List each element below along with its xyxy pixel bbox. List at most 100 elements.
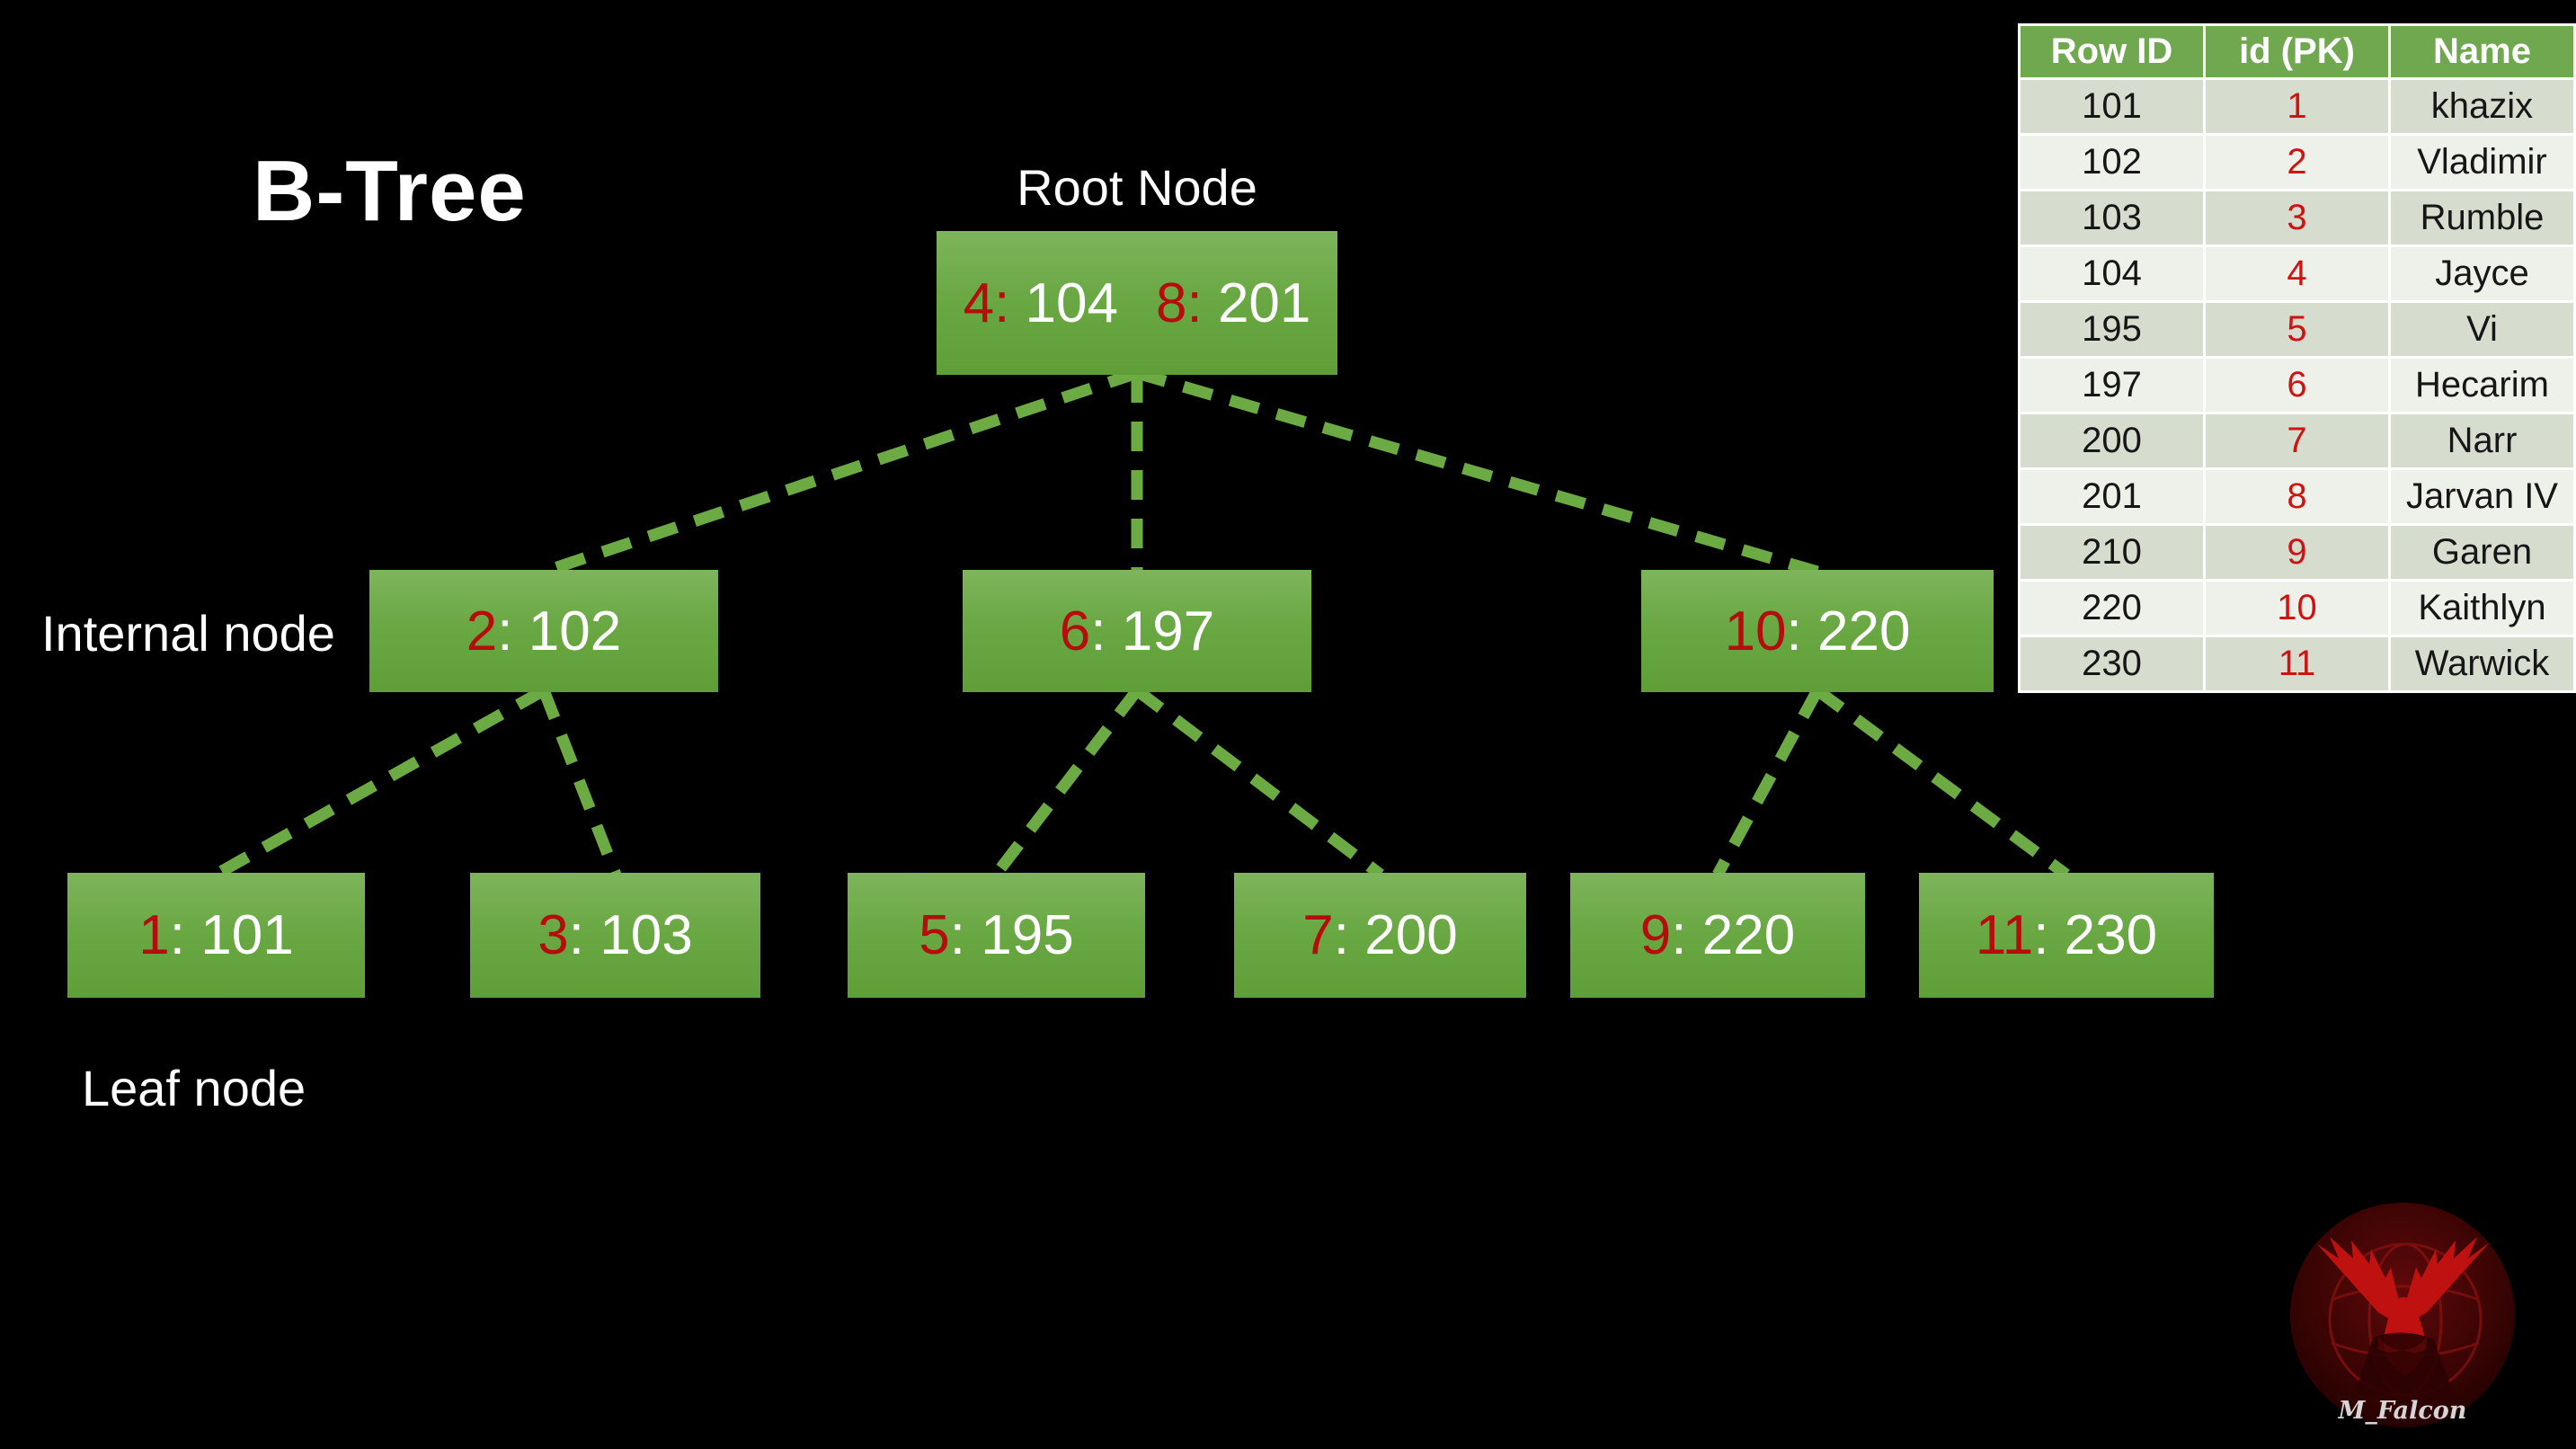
cell-row-id: 200 [2018, 412, 2206, 470]
cell-row-id: 101 [2018, 77, 2206, 136]
table-header-row: Row ID id (PK) Name [2018, 23, 2576, 80]
cell-id-pk: 6 [2203, 356, 2391, 414]
col-header-name: Name [2388, 23, 2576, 80]
node-entry: 8: 201 [1156, 271, 1310, 335]
cell-row-id: 201 [2018, 467, 2206, 526]
connector-internal2-leaf4 [1133, 685, 1384, 880]
internal-node-3: 10: 220 [1641, 570, 1994, 692]
node-entry: 2: 102 [466, 600, 621, 663]
node-key: 11 [1975, 904, 2034, 966]
cell-row-id: 210 [2018, 523, 2206, 582]
node-value: : 102 [497, 600, 622, 662]
node-key: 6 [1059, 600, 1091, 662]
cell-name: Jarvan IV [2388, 467, 2576, 526]
cell-id-pk: 10 [2203, 579, 2391, 637]
node-value: 201 [1202, 271, 1311, 334]
cell-name: Vladimir [2388, 133, 2576, 191]
cell-id-pk: 8 [2203, 467, 2391, 526]
cell-row-id: 197 [2018, 356, 2206, 414]
falcon-logo: M_Falcon [2290, 1203, 2515, 1427]
cell-row-id: 230 [2018, 635, 2206, 693]
cell-name: Warwick [2388, 635, 2576, 693]
cell-row-id: 103 [2018, 189, 2206, 247]
cell-name: Jayce [2388, 244, 2576, 303]
node-entry: 6: 197 [1060, 600, 1214, 663]
leaf-node-label: Leaf node [82, 1060, 306, 1116]
node-value: 104 [1009, 271, 1118, 334]
node-entry: 4: 104 [964, 271, 1118, 335]
node-value: : 220 [1786, 600, 1911, 662]
col-header-id-pk: id (PK) [2203, 23, 2391, 80]
cell-id-pk: 1 [2203, 77, 2391, 136]
node-entry: 9: 220 [1640, 903, 1795, 967]
node-entry: 3: 103 [537, 903, 692, 967]
node-value: : 200 [1333, 904, 1458, 966]
internal-node-2: 6: 197 [963, 570, 1311, 692]
node-value: : 197 [1090, 600, 1215, 662]
connector-internal2-leaf3 [990, 687, 1142, 878]
internal-node-label: Internal node [41, 605, 335, 662]
cell-id-pk: 11 [2203, 635, 2391, 693]
node-key: 7 [1302, 904, 1334, 966]
leaf-node-5: 9: 220 [1570, 873, 1865, 998]
cell-name: khazix [2388, 77, 2576, 136]
node-key: 5 [919, 904, 950, 966]
cell-row-id: 195 [2018, 300, 2206, 359]
page-title: B-Tree [253, 143, 527, 239]
cell-id-pk: 5 [2203, 300, 2391, 359]
node-entry: 11: 230 [1976, 903, 2157, 967]
leaf-node-6: 11: 230 [1919, 873, 2214, 998]
cell-id-pk: 2 [2203, 133, 2391, 191]
cell-name: Garen [2388, 523, 2576, 582]
connector-internal3-leaf5 [1712, 687, 1823, 878]
cell-id-pk: 3 [2203, 189, 2391, 247]
cell-name: Kaithlyn [2388, 579, 2576, 637]
node-value: : 103 [568, 904, 693, 966]
logo-text: M_Falcon [2338, 1397, 2467, 1425]
node-key: 8: [1156, 271, 1203, 334]
eagle-talons [2355, 1332, 2454, 1403]
connector-internal1-leaf2 [537, 688, 622, 877]
cell-row-id: 220 [2018, 579, 2206, 637]
node-value: : 101 [169, 904, 294, 966]
root-node-label: Root Node [1017, 159, 1257, 216]
cell-row-id: 104 [2018, 244, 2206, 303]
node-key: 2 [466, 600, 498, 662]
cell-id-pk: 4 [2203, 244, 2391, 303]
leaf-node-3: 5: 195 [848, 873, 1145, 998]
node-key: 3 [537, 904, 569, 966]
leaf-node-2: 3: 103 [470, 873, 760, 998]
node-entry: 10: 220 [1725, 600, 1911, 663]
connector-internal1-leaf1 [212, 685, 547, 880]
cell-name: Narr [2388, 412, 2576, 470]
connector-root-internal1 [541, 367, 1140, 578]
node-key: 10 [1724, 600, 1787, 662]
cell-name: Hecarim [2388, 356, 2576, 414]
node-key: 1 [138, 904, 170, 966]
cell-name: Vi [2388, 300, 2576, 359]
node-value: : 195 [949, 904, 1074, 966]
node-key: 9 [1639, 904, 1672, 966]
cell-id-pk: 9 [2203, 523, 2391, 582]
connector-internal3-leaf6 [1814, 685, 2070, 880]
node-entry: 5: 195 [919, 903, 1073, 967]
node-key: 4: [963, 271, 1010, 334]
cell-name: Rumble [2388, 189, 2576, 247]
leaf-node-4: 7: 200 [1234, 873, 1526, 998]
connector-root-internal3 [1135, 367, 1819, 578]
cell-id-pk: 7 [2203, 412, 2391, 470]
leaf-node-1: 1: 101 [67, 873, 365, 998]
node-value: : 220 [1671, 904, 1796, 966]
node-entry: 7: 200 [1302, 903, 1457, 967]
